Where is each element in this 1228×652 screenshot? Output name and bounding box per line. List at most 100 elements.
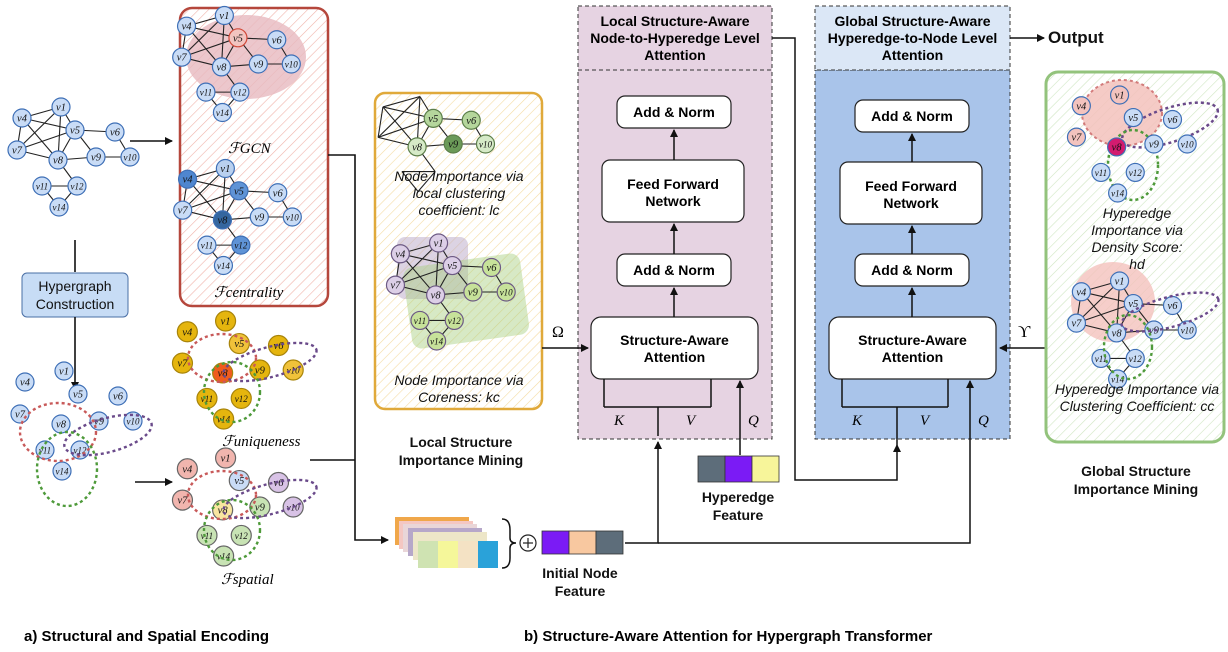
node-v14 <box>213 408 235 430</box>
node-label-v8: v8 <box>218 505 229 516</box>
node-label-v11: v11 <box>201 531 213 541</box>
node-label-v8: v8 <box>218 368 229 379</box>
node-v12 <box>67 176 87 196</box>
node-v14 <box>1108 183 1128 203</box>
node-label-v12: v12 <box>1129 354 1142 364</box>
graph-edge <box>377 96 421 138</box>
node-v5 <box>228 28 248 48</box>
node-label-v14: v14 <box>53 203 66 213</box>
hyperedge-feature <box>697 455 780 483</box>
node-v1 <box>428 233 449 253</box>
node-label-v6: v6 <box>466 116 477 127</box>
node-label-v5: v5 <box>1128 113 1138 124</box>
node-v10 <box>1177 134 1197 154</box>
hyperedge-purple <box>222 478 318 520</box>
add-norm-label-1: Add & Norm <box>633 104 715 120</box>
node-label-v4: v4 <box>1076 101 1087 112</box>
node-v6 <box>1162 109 1183 130</box>
hyperedge-purple <box>63 413 153 457</box>
node-v4 <box>176 458 198 480</box>
node-v1 <box>214 5 234 26</box>
node-label-v4: v4 <box>395 249 406 260</box>
node-v7 <box>172 47 192 67</box>
node-v6 <box>108 386 128 406</box>
coreness-shell-region <box>403 253 529 349</box>
node-label-v6: v6 <box>1168 301 1179 312</box>
local-header-text: Local Structure-Aware Node-to-Hyperedge … <box>590 13 760 63</box>
node-v11 <box>410 310 430 331</box>
node-label-v9: v9 <box>94 417 105 428</box>
node-v5 <box>423 108 443 128</box>
node-v14 <box>427 331 447 351</box>
cc-text: Hyperedge Importance via Clustering Coef… <box>1054 381 1220 414</box>
hd-text: Hyperedge Importance via Density Score: … <box>1091 205 1183 272</box>
graph-edge <box>395 242 439 286</box>
add-norm-label-3: Add & Norm <box>871 108 953 124</box>
node-v9 <box>443 134 463 154</box>
node-label-v12: v12 <box>448 316 461 326</box>
global-attention-header <box>814 5 1011 71</box>
node-label-v7: v7 <box>390 281 401 292</box>
node-v8 <box>407 137 427 157</box>
node-v5 <box>1123 107 1143 128</box>
k-label-1: K <box>614 413 625 429</box>
node-label-v11: v11 <box>414 316 426 326</box>
node-label-v9: v9 <box>255 503 266 514</box>
node-label-v12: v12 <box>74 446 87 456</box>
node-v14 <box>49 197 69 217</box>
graph-edge <box>181 15 225 58</box>
node-v14 <box>213 255 234 276</box>
node-v6 <box>105 122 125 142</box>
node-v9 <box>1144 134 1164 154</box>
node-v10 <box>496 282 516 302</box>
node-label-v6: v6 <box>274 478 285 489</box>
hyperedge-green <box>35 430 99 508</box>
node-v4 <box>176 321 198 343</box>
node-label-v8: v8 <box>53 156 64 167</box>
node-v4 <box>1071 96 1091 116</box>
ffn-box-2 <box>839 161 983 225</box>
node-label-v7: v7 <box>1071 319 1082 330</box>
add-norm-box-1 <box>616 95 732 129</box>
hyperedge-purple <box>222 341 318 383</box>
hyperedge-green <box>202 498 262 562</box>
node-label-v12: v12 <box>234 241 247 251</box>
f-uniqueness-label: ℱuniqueness <box>222 434 301 450</box>
node-v10 <box>282 207 302 227</box>
node-v1 <box>214 310 237 332</box>
add-norm-label-4: Add & Norm <box>871 262 953 278</box>
node-label-v8: v8 <box>56 420 67 431</box>
node-v4 <box>12 108 32 128</box>
node-v8 <box>212 210 233 230</box>
node-v4 <box>1071 282 1091 302</box>
node-label-v9: v9 <box>468 288 479 299</box>
node-label-v5: v5 <box>234 339 244 350</box>
node-label-v7: v7 <box>177 496 188 507</box>
node-label-v11: v11 <box>1095 354 1107 364</box>
node-v7 <box>385 275 406 295</box>
node-v9 <box>249 207 269 227</box>
node-label-v1: v1 <box>434 239 444 250</box>
node-label-v8: v8 <box>412 142 423 153</box>
initial-node-feature-label: Initial Node Feature <box>542 565 618 599</box>
node-v10 <box>475 134 496 154</box>
local-mining-title: Local Structure Importance Mining <box>398 434 524 468</box>
hyperedge-green <box>1102 313 1154 381</box>
node-label-v12: v12 <box>1129 168 1142 178</box>
node-label-v11: v11 <box>201 394 213 404</box>
node-label-v9: v9 <box>448 140 459 151</box>
node-v6 <box>267 471 290 494</box>
f-gcn-label: ℱGCN <box>228 141 271 157</box>
initial-node-feature <box>541 530 624 555</box>
node-v1 <box>51 97 71 117</box>
hd-hyperedge-green <box>1106 128 1160 202</box>
node-v14 <box>1108 369 1128 389</box>
global-header-text: Global Structure-Aware Hyperedge-to-Node… <box>827 13 998 63</box>
q-label-1: Q <box>748 413 759 429</box>
node-label-v6: v6 <box>273 188 284 199</box>
